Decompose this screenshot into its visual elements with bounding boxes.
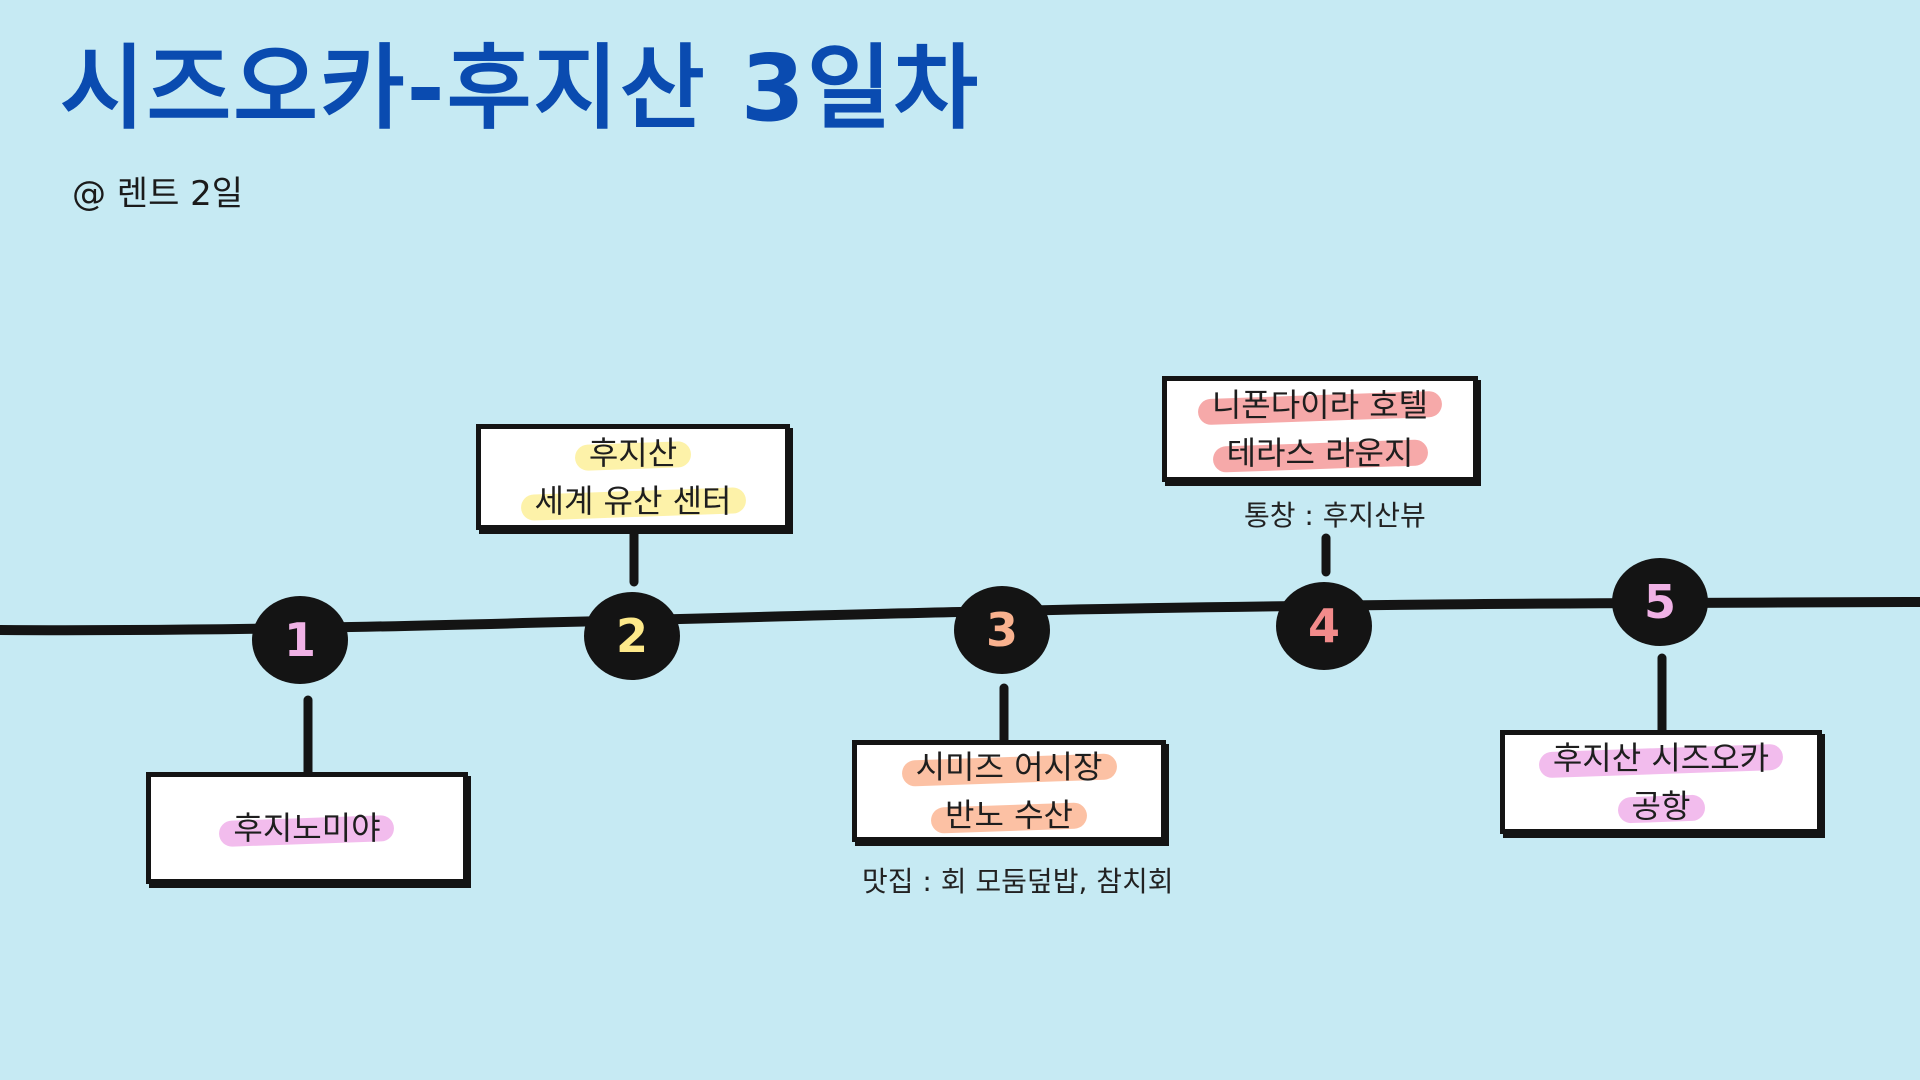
stop-label-line: 후지산 bbox=[574, 429, 692, 477]
stop-label-line: 니폰다이라 호텔 bbox=[1197, 381, 1443, 429]
stop-node-2 bbox=[584, 592, 680, 680]
stop-number-4: 4 bbox=[1308, 599, 1340, 653]
stop-number-3: 3 bbox=[986, 603, 1018, 657]
stop-number-1: 1 bbox=[284, 613, 316, 667]
stop-label-line: 테라스 라운지 bbox=[1212, 429, 1428, 477]
stop-label-line: 반노 수산 bbox=[930, 791, 1088, 839]
page-title: 시즈오카-후지산 3일차 bbox=[60, 35, 980, 142]
stop-label-line: 시미즈 어시장 bbox=[901, 743, 1117, 791]
stop-note-3: 맛집 : 회 모둠덮밥, 참치회 bbox=[862, 865, 1174, 898]
stop-node-3 bbox=[954, 586, 1050, 674]
stop-label-line: 세계 유산 센터 bbox=[520, 477, 746, 525]
stop-label-text: 세계 유산 센터 bbox=[534, 482, 732, 520]
stop-label-text: 반노 수산 bbox=[945, 796, 1073, 834]
stop-label-text: 공항 bbox=[1631, 787, 1691, 825]
page-subtitle: @ 렌트 2일 bbox=[72, 174, 244, 214]
stop-label-line: 후지산 시즈오카 bbox=[1538, 734, 1784, 782]
stop-node-1 bbox=[252, 596, 348, 684]
stop-node-4 bbox=[1276, 582, 1372, 670]
stop-label-text: 후지산 시즈오카 bbox=[1552, 739, 1770, 777]
stop-label-text: 시미즈 어시장 bbox=[915, 748, 1103, 786]
stop-label-text: 니폰다이라 호텔 bbox=[1211, 386, 1429, 424]
stop-label-text: 후지노미야 bbox=[233, 809, 381, 847]
stop-label-line: 공항 bbox=[1617, 782, 1705, 830]
stop-label-text: 후지산 bbox=[588, 434, 678, 472]
stop-box-1: 후지노미야 bbox=[146, 772, 468, 884]
stop-note-4: 통창 : 후지산뷰 bbox=[1244, 499, 1426, 532]
stop-label-text: 테라스 라운지 bbox=[1226, 434, 1414, 472]
stop-number-5: 5 bbox=[1644, 575, 1676, 629]
stop-label-line: 후지노미야 bbox=[218, 804, 395, 852]
stop-number-2: 2 bbox=[616, 609, 648, 663]
stop-node-5 bbox=[1612, 558, 1708, 646]
